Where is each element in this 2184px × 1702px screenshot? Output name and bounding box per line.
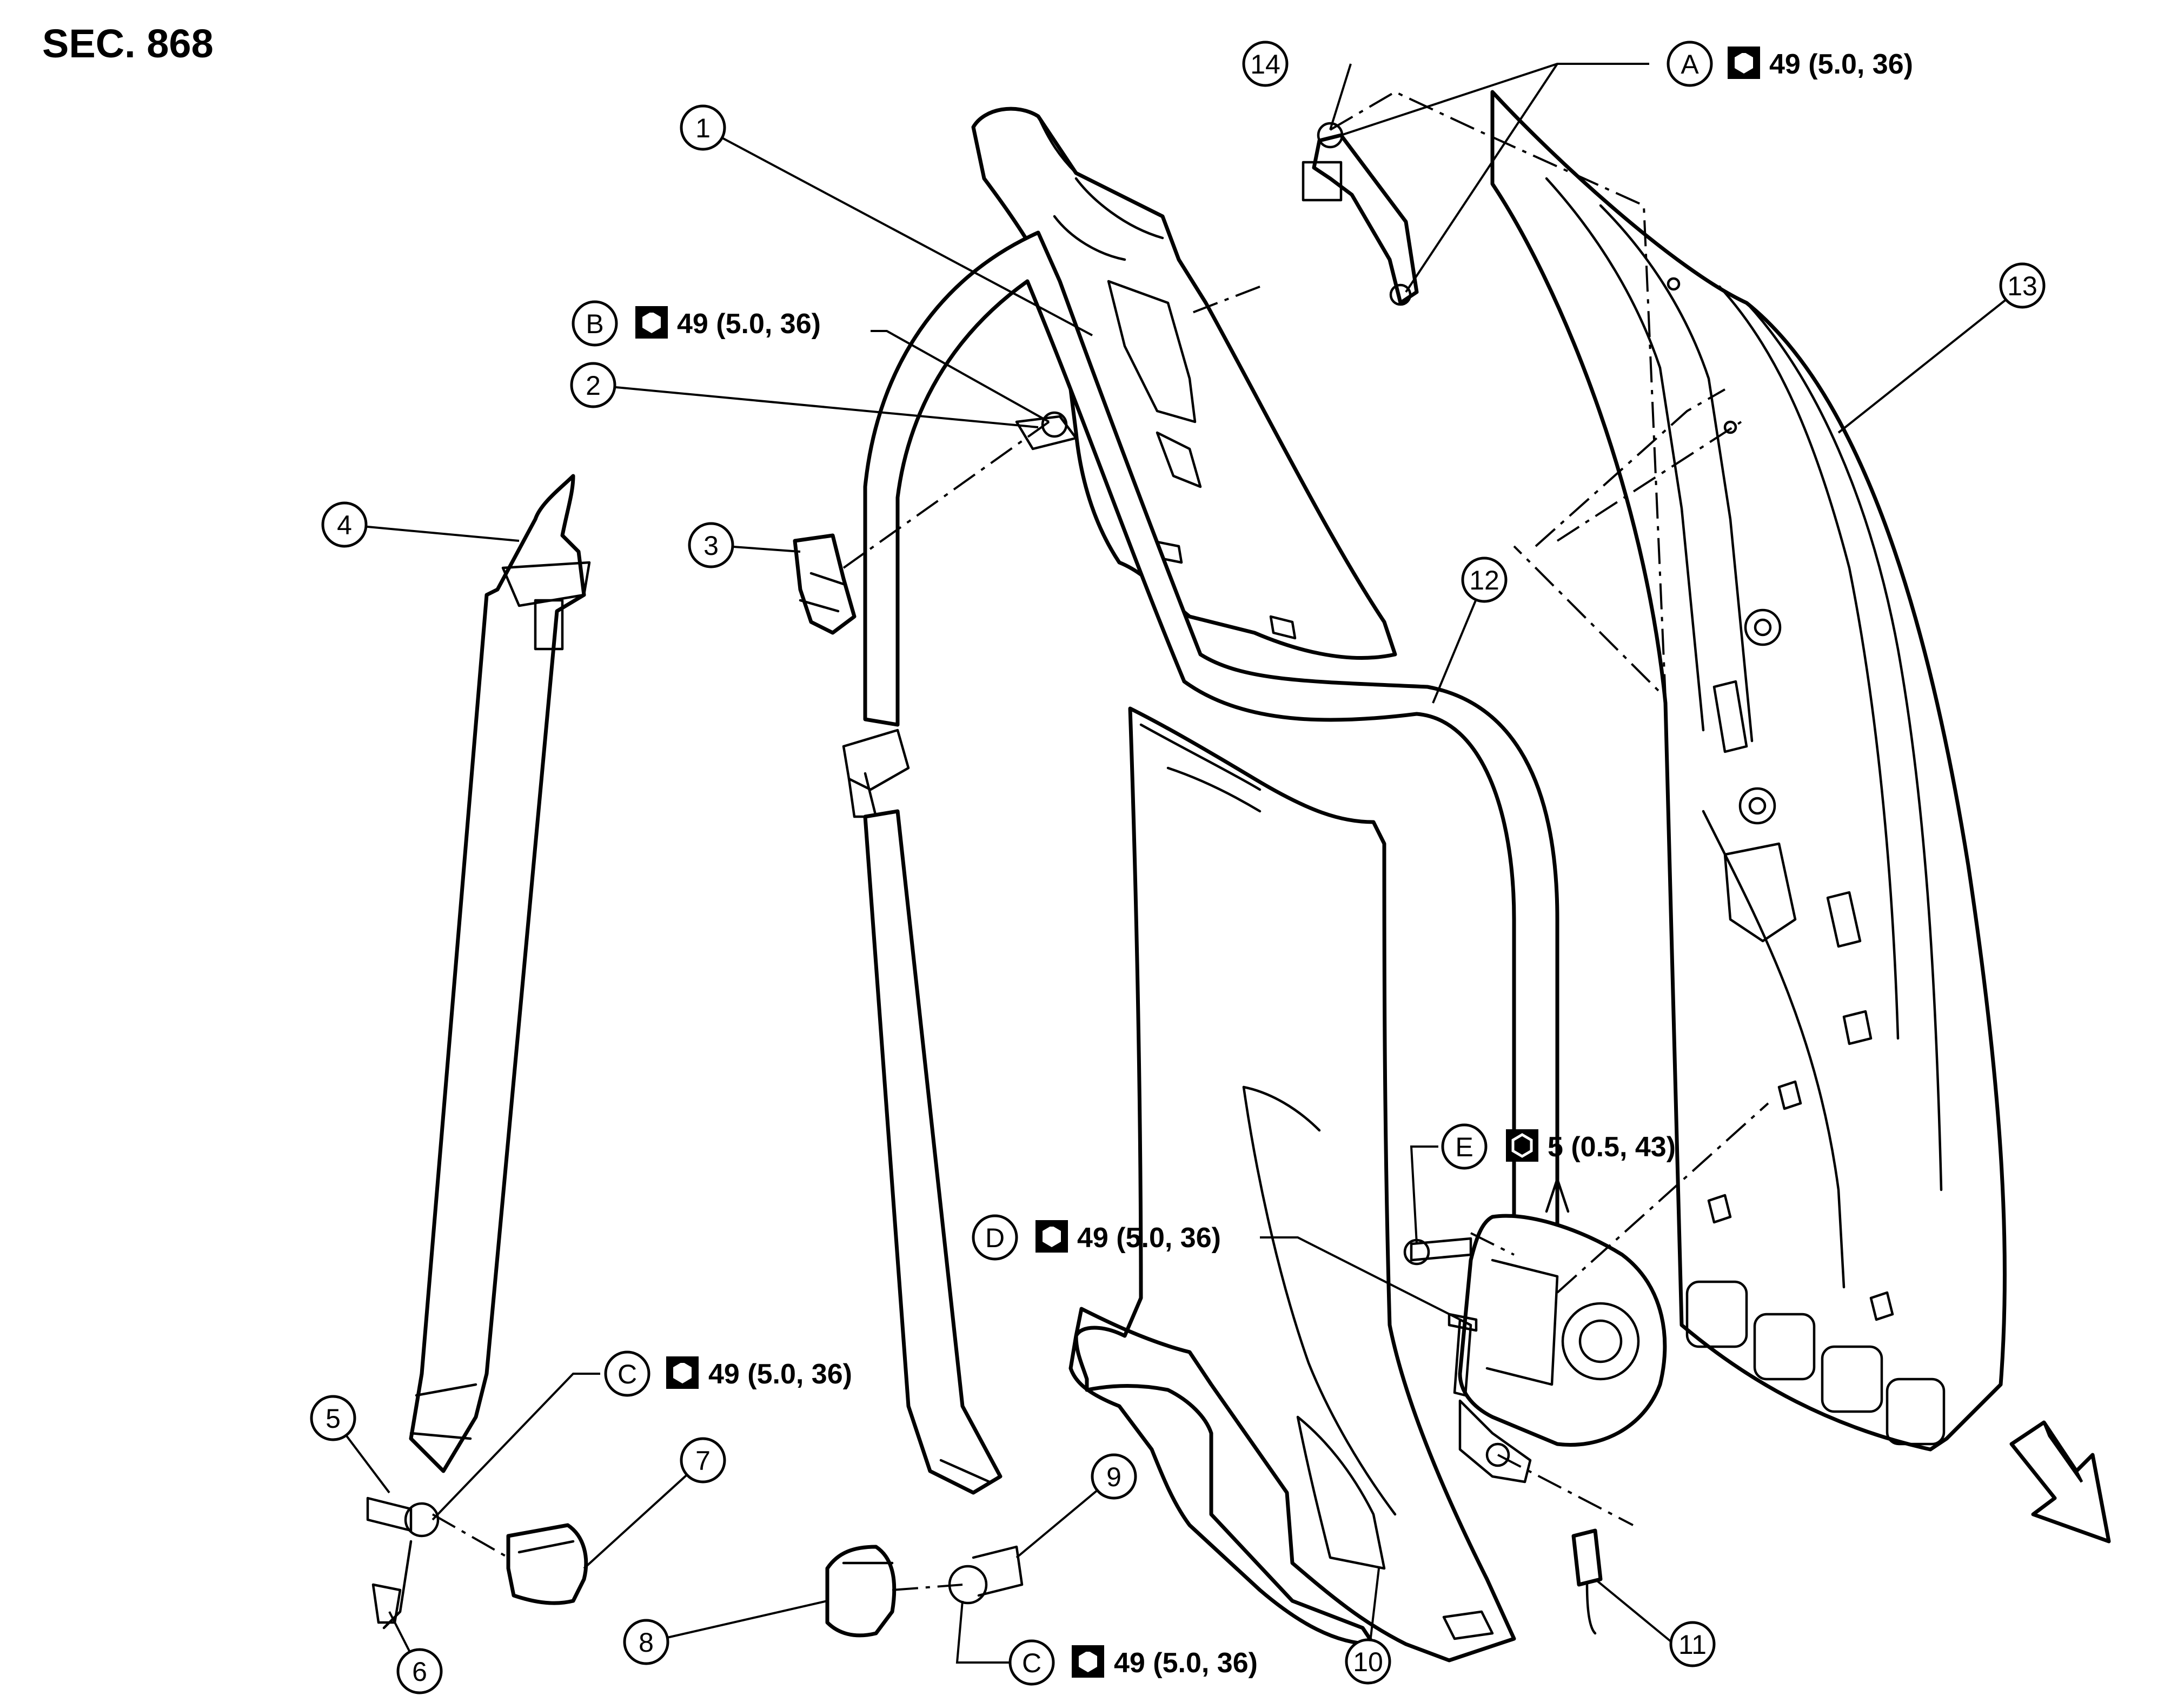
body-panel-part-13: [1490, 90, 2007, 1452]
svg-text:7: 7: [695, 1446, 711, 1476]
lower-pillar-trim-part-10: [1068, 706, 1516, 1663]
svg-text:C: C: [618, 1359, 637, 1389]
svg-text:8: 8: [639, 1627, 654, 1658]
svg-text:2: 2: [586, 370, 601, 401]
torque-spec-A: A 49 (5.0, 36): [1667, 41, 1913, 87]
wrench-torque-icon: [666, 1356, 699, 1389]
svg-text:E: E: [1455, 1132, 1473, 1162]
torque-spec-E: E 5 (0.5, 43): [1441, 1123, 1676, 1170]
callout-6: 6: [396, 1648, 443, 1694]
svg-text:49 (5.0, 36): 49 (5.0, 36): [1114, 1647, 1258, 1679]
svg-text:49 (5.0, 36): 49 (5.0, 36): [677, 308, 821, 340]
svg-text:49 (5.0, 36): 49 (5.0, 36): [708, 1359, 852, 1390]
section-label: SEC. 868: [42, 21, 214, 66]
assembly-lines: [432, 90, 1769, 1591]
torque-spec-B: B 49 (5.0, 36): [572, 300, 821, 347]
svg-text:D: D: [985, 1223, 1005, 1253]
upper-pillar-trim-part-1: [971, 107, 1397, 660]
front-direction-arrow-icon: [2009, 1420, 2111, 1544]
callout-9: 9: [1091, 1453, 1137, 1500]
svg-text:1: 1: [695, 113, 711, 143]
svg-text:14: 14: [1250, 49, 1280, 80]
callout-2: 2: [570, 362, 616, 408]
center-seat-belt-part-4: [366, 474, 591, 1630]
svg-text:49 (5.0, 36): 49 (5.0, 36): [1077, 1222, 1221, 1254]
callout-11: 11: [1669, 1621, 1716, 1667]
svg-text:4: 4: [337, 510, 352, 540]
svg-text:10: 10: [1353, 1647, 1383, 1677]
shoulder-anchor-part-2: [1015, 411, 1078, 451]
torque-spec-C-left: C 49 (5.0, 36): [604, 1350, 852, 1397]
svg-text:11: 11: [1678, 1630, 1707, 1660]
torque-spec-D: D 49 (5.0, 36): [972, 1214, 1221, 1261]
callout-12: 12: [1461, 557, 1508, 603]
svg-text:3: 3: [703, 531, 719, 561]
svg-text:5 (0.5, 43): 5 (0.5, 43): [1548, 1131, 1676, 1163]
callout-3: 3: [688, 522, 734, 568]
callout-8: 8: [623, 1619, 669, 1665]
connector-part-11: [1571, 1528, 1603, 1635]
callout-7: 7: [680, 1437, 726, 1484]
svg-text:5: 5: [326, 1403, 341, 1434]
torque-spec-C-right: C 49 (5.0, 36): [1008, 1639, 1258, 1686]
svg-text:C: C: [1022, 1648, 1041, 1678]
callout-14: 14: [1242, 41, 1289, 87]
anchor-cover-part-8: [825, 1545, 897, 1638]
socket-torque-icon: [1506, 1129, 1538, 1162]
svg-text:49 (5.0, 36): 49 (5.0, 36): [1769, 49, 1913, 80]
svg-text:9: 9: [1106, 1462, 1121, 1492]
svg-text:A: A: [1681, 49, 1699, 80]
svg-text:13: 13: [2007, 271, 2037, 301]
svg-text:6: 6: [412, 1657, 427, 1687]
belt-guide-part-3: [793, 533, 857, 635]
wrench-torque-icon: [1072, 1645, 1104, 1678]
callout-1: 1: [680, 104, 726, 151]
bracket-part-14: [1302, 122, 1419, 306]
svg-text:B: B: [586, 309, 603, 339]
callout-13: 13: [1999, 262, 2046, 309]
outboard-belt-webbing: [842, 729, 1024, 1605]
wrench-torque-icon: [635, 306, 668, 339]
callout-5: 5: [310, 1395, 356, 1441]
anchor-cover-part-7: [506, 1523, 588, 1605]
wrench-torque-icon: [1035, 1220, 1068, 1253]
svg-text:12: 12: [1469, 565, 1499, 595]
wrench-torque-icon: [1728, 47, 1760, 79]
callout-10: 10: [1345, 1638, 1391, 1685]
callout-4: 4: [321, 501, 368, 548]
seat-belt-assembly-part-12: [863, 230, 1667, 1484]
